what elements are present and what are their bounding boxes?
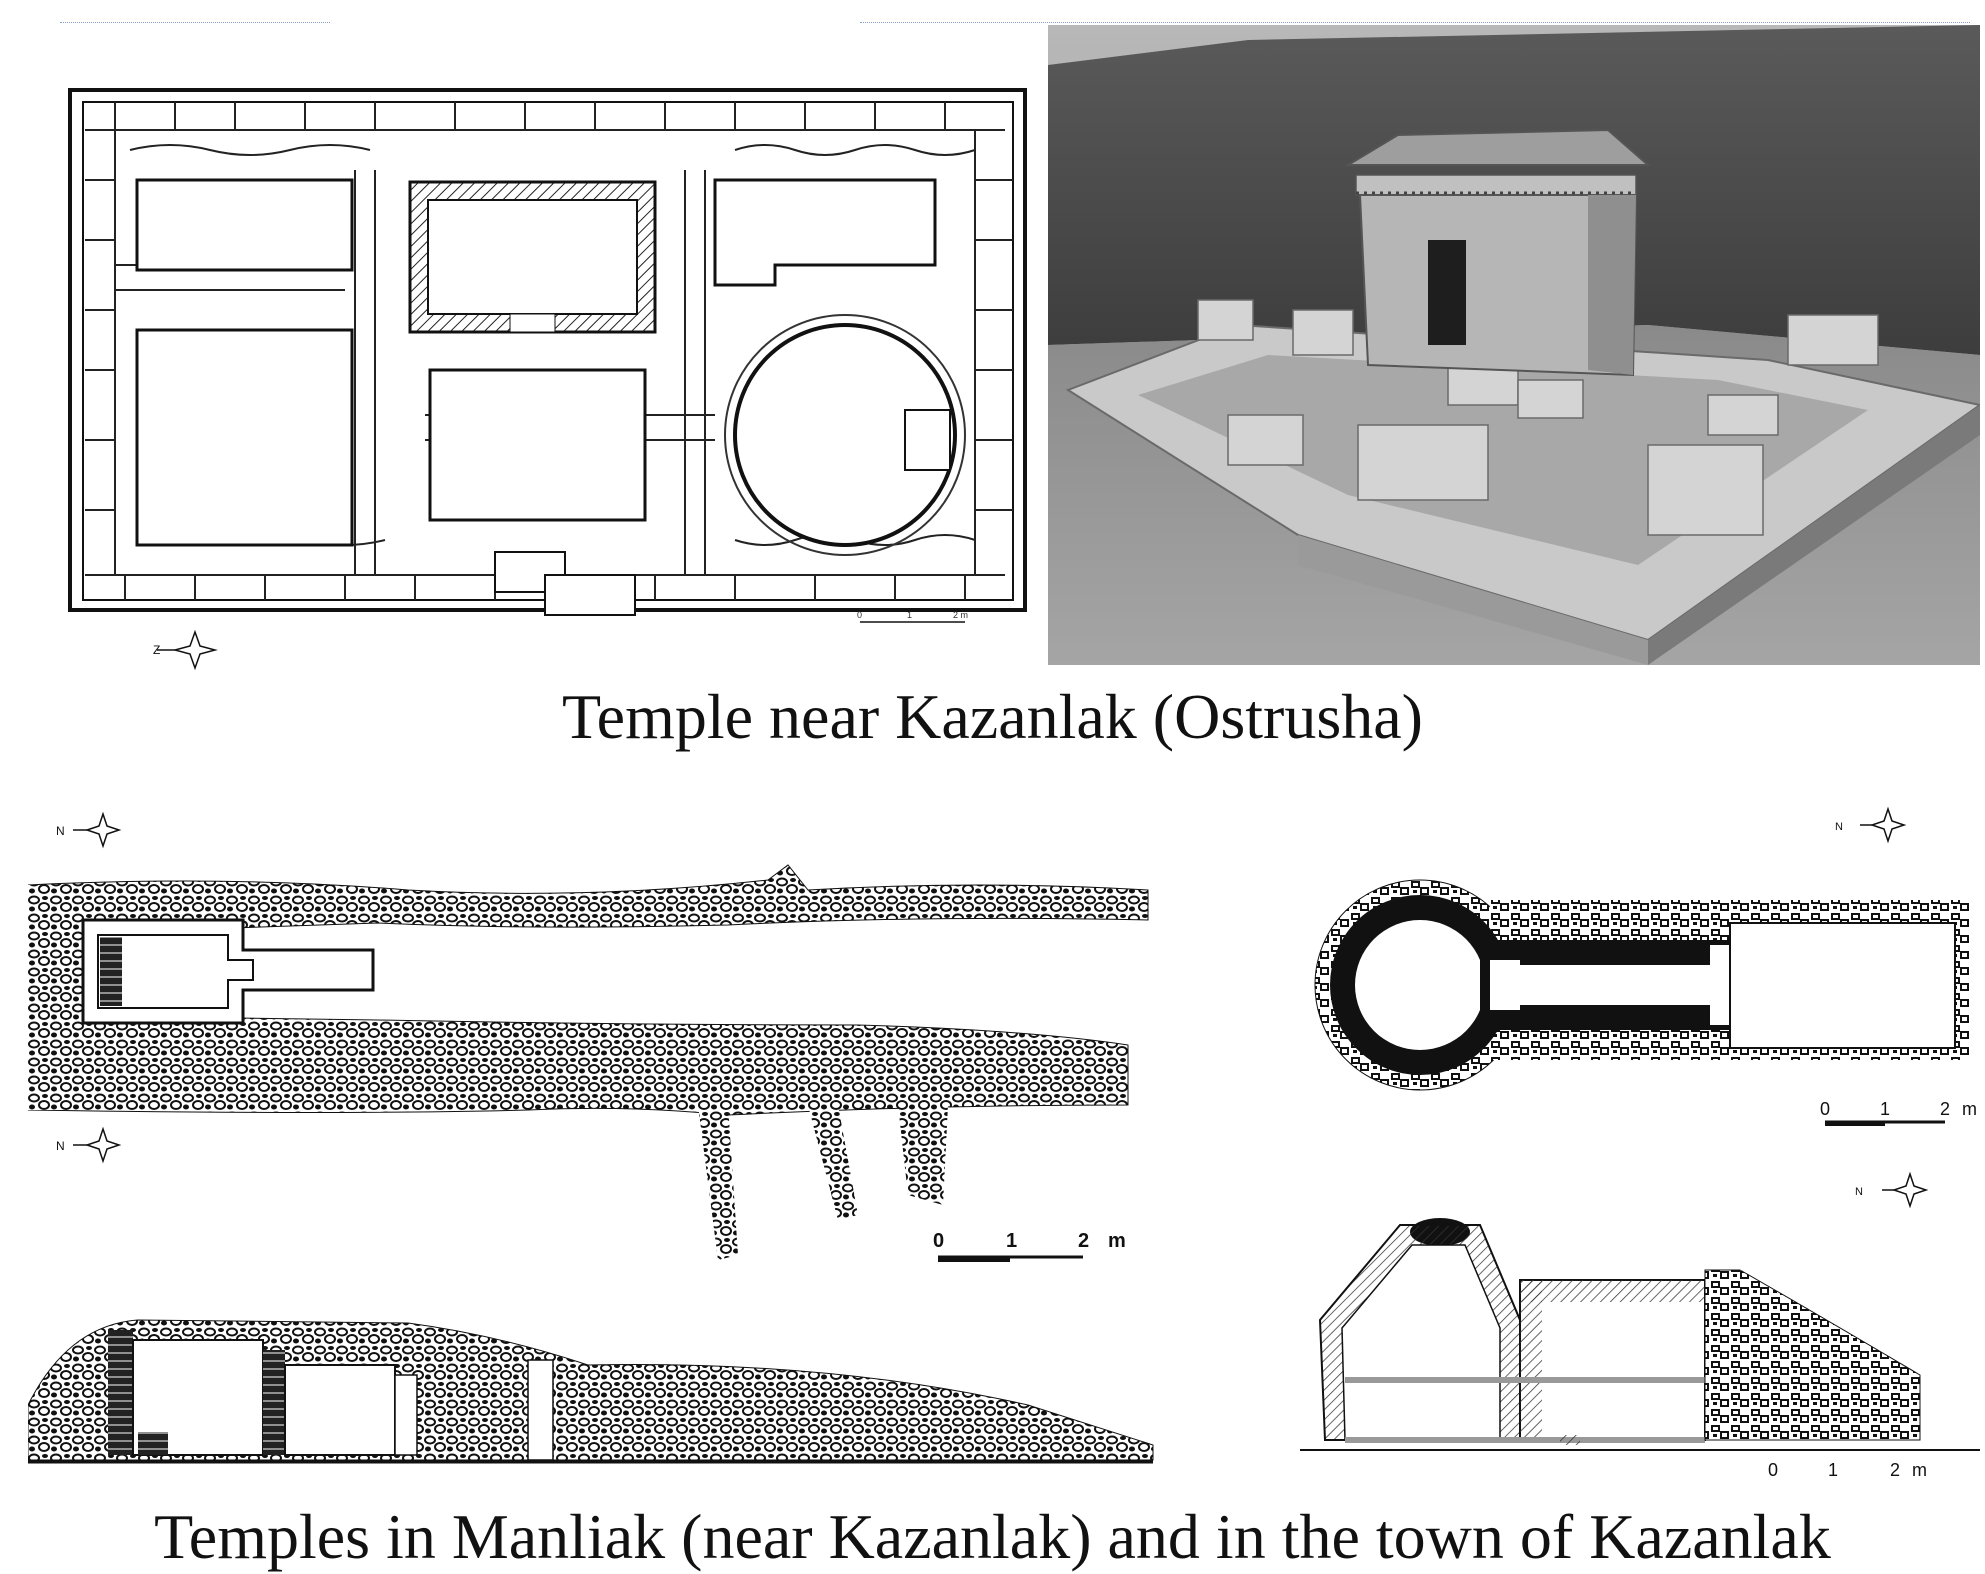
north-label-right-lower: N: [1855, 1186, 1863, 1198]
north-arrow-icon: [73, 1126, 122, 1164]
scale-bar-right-upper: 0 1 2 m: [1820, 1099, 1977, 1126]
north-arrow-icon: [73, 811, 122, 849]
ostrusha-plan-drawing: Z 0 1 2 m: [55, 70, 1030, 680]
north-arrow-icon: [1882, 1171, 1929, 1209]
svg-text:1: 1: [1828, 1460, 1838, 1480]
svg-text:2: 2: [1890, 1460, 1900, 1480]
svg-text:0: 0: [1820, 1099, 1830, 1119]
scale-bar-left: 0 1 2 m: [933, 1230, 1126, 1262]
scale-top-1: 1: [907, 610, 912, 620]
svg-text:2: 2: [1940, 1099, 1950, 1119]
caption-bottom: Temples in Manliak (near Kazanlak) and i…: [154, 1501, 1831, 1572]
north-label-right-upper: N: [1835, 821, 1843, 833]
scale-top-2: 2 m: [953, 610, 968, 620]
svg-text:2: 2: [1078, 1230, 1089, 1252]
manliak-plan-section-drawing: N N 0 1 2 m: [28, 805, 1158, 1475]
svg-text:0: 0: [1768, 1460, 1778, 1480]
top-guide-right: [860, 22, 1970, 24]
north-arrow-icon: [157, 629, 218, 671]
svg-text:1: 1: [1880, 1099, 1890, 1119]
north-label-top-plan: Z: [153, 643, 160, 657]
top-guide-left: [60, 22, 330, 24]
scale-top-0: 0: [857, 610, 862, 620]
svg-text:m: m: [1912, 1460, 1927, 1480]
kazanlak-temple-drawing: N 0 1 2 m N 0 1 2 m: [1290, 800, 1985, 1490]
scale-bar-right-lower: 0 1 2 m: [1768, 1460, 1927, 1480]
north-label-left-upper: N: [56, 824, 65, 838]
svg-text:0: 0: [933, 1230, 944, 1252]
north-arrow-icon: [1860, 806, 1907, 844]
ostrusha-temple-photo: [1048, 25, 1980, 665]
north-label-left-lower: N: [56, 1139, 65, 1153]
svg-text:m: m: [1108, 1230, 1126, 1252]
svg-text:m: m: [1962, 1099, 1977, 1119]
svg-text:1: 1: [1006, 1230, 1017, 1252]
caption-top: Temple near Kazanlak (Ostrusha): [562, 681, 1423, 752]
